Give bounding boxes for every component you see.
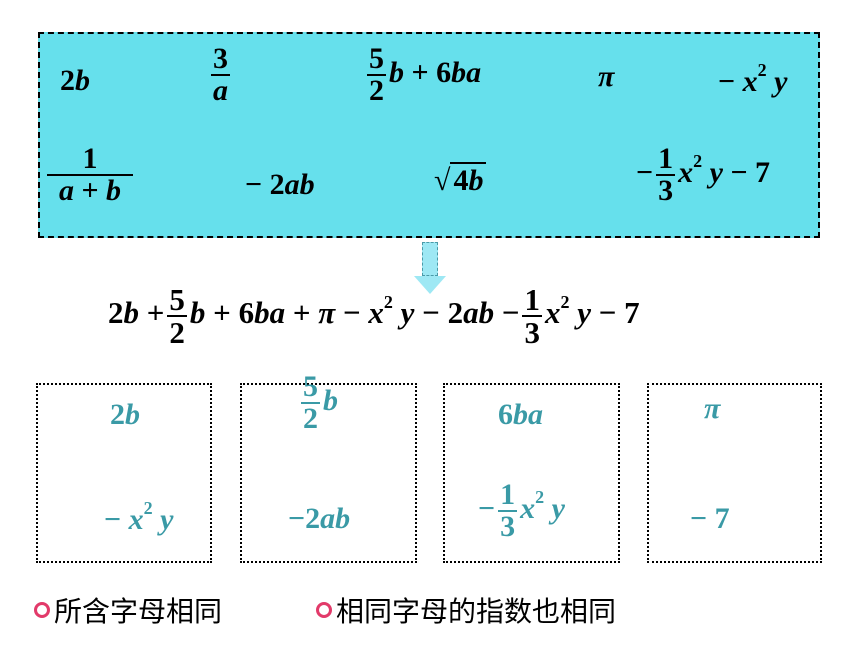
note-same-exponents-text: 相同字母的指数也相同 <box>336 595 617 628</box>
group-box-3 <box>443 383 620 563</box>
group2-term-neg-2ab: −2ab <box>288 502 351 535</box>
group4-term-pi: π <box>704 392 721 425</box>
term-neg-x2y: − x2 y <box>718 60 788 98</box>
bullet-icon <box>316 602 332 618</box>
group-box-1 <box>36 383 212 563</box>
group-box-2 <box>240 383 417 563</box>
bullet-icon <box>34 602 50 618</box>
term-2b: 2b <box>60 64 90 97</box>
term-box <box>38 32 820 238</box>
note-same-letters-text: 所含字母相同 <box>54 595 223 628</box>
term-sqrt-4b: √4b <box>434 162 487 198</box>
note-same-exponents: 相同字母的指数也相同 <box>316 590 616 630</box>
term-neg-2ab: − 2ab <box>245 168 315 201</box>
down-arrow-icon <box>414 276 446 294</box>
group1-term-2b: 2b <box>110 398 140 431</box>
down-arrow-shaft <box>422 242 438 276</box>
group1-term-neg-x2y: − x2 y <box>104 498 174 536</box>
group4-term-neg-7: − 7 <box>690 502 730 535</box>
group-box-4 <box>647 383 822 563</box>
group3-term-6ba: 6ba <box>498 398 543 431</box>
term-pi: π <box>598 60 615 93</box>
note-same-letters: 所含字母相同 <box>34 590 222 630</box>
